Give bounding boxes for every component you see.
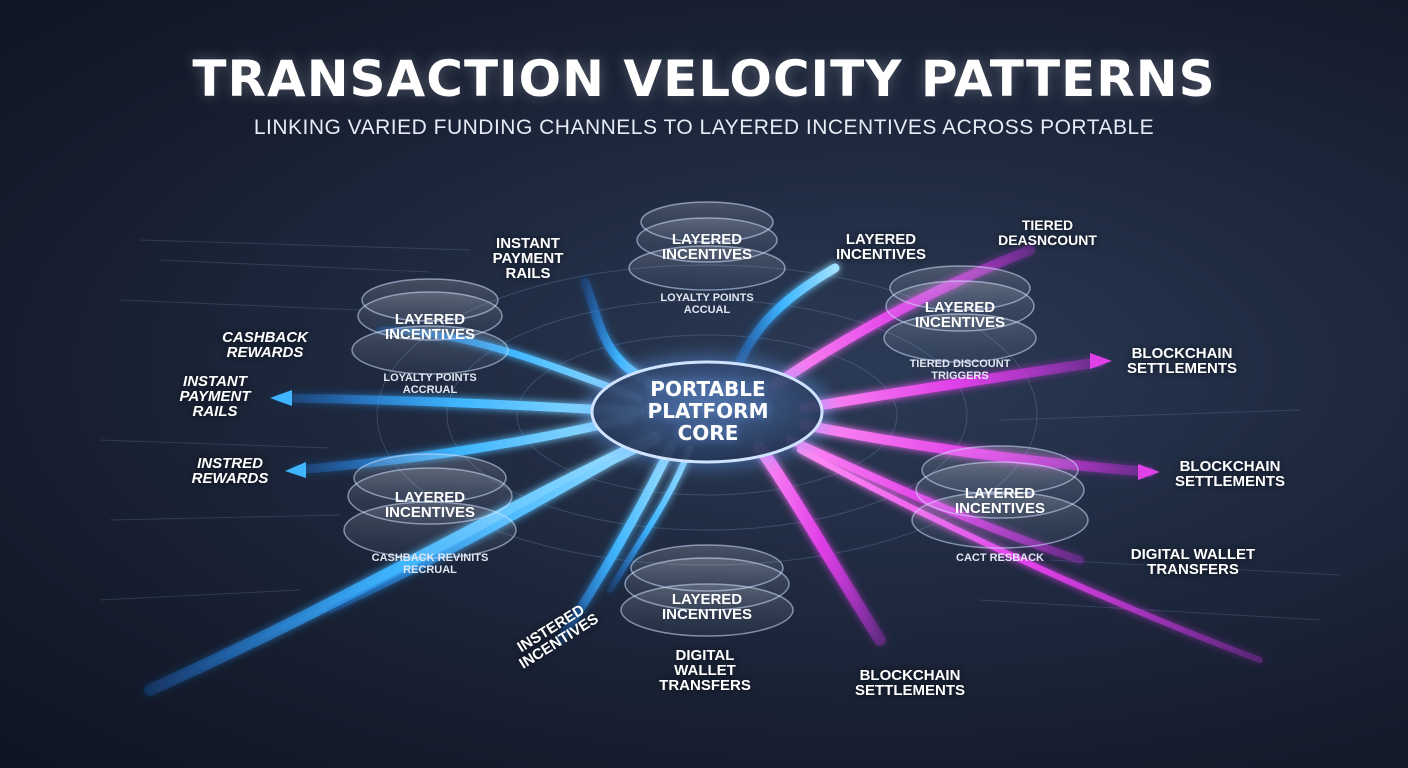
label-digital-wallet-transfers-bottom: DIGITAL WALLET TRANSFERS: [659, 647, 751, 694]
disks: [343, 201, 1089, 637]
label-layered-incentives-top-right: LAYERED INCENTIVES: [835, 231, 926, 263]
disk-upper-right-main: LAYERED INCENTIVES: [914, 299, 1005, 331]
disk-upper-left-label: LAYERED INCENTIVES LOYALTY POINTS ACCRUA…: [355, 294, 505, 414]
disk-bottom-label: LAYERED INCENTIVES: [627, 574, 787, 640]
disk-upper-left-main: LAYERED INCENTIVES: [384, 311, 475, 343]
disk-upper-right-label: LAYERED INCENTIVES TIERED DISCOUNT TRIGG…: [885, 282, 1035, 400]
disk-upper-left: [351, 278, 509, 375]
disk-upper-right-sub: TIERED DISCOUNT TRIGGERS: [909, 358, 1011, 382]
arrowhead-left-lower: [285, 462, 306, 478]
label-instant-payment-rails-top: INSTANT PAYMENT RAILS: [492, 235, 564, 282]
arrowhead-right-upper: [1090, 353, 1112, 369]
disk-lower-left: [343, 453, 517, 559]
label-blockchain-settlements-right-upper: BLOCKCHAIN SETTLEMENTS: [1126, 345, 1237, 377]
arrowhead-right-lower: [1138, 464, 1160, 480]
arrowheads: [270, 353, 1160, 480]
disk-lower-right-main: LAYERED INCENTIVES: [954, 485, 1045, 517]
magenta-flow-lines: [754, 245, 1263, 663]
disk-top-main: LAYERED INCENTIVES: [661, 231, 752, 263]
flow-tiered: [770, 245, 1035, 390]
disk-bottom-main: LAYERED INCENTIVES: [661, 591, 752, 623]
disk-lower-left-sub: CASHBACK REVINITS RECRUAL: [371, 552, 489, 576]
disk-top-sub: LOYALTY POINTS ACCUAL: [660, 292, 754, 316]
data-streaks: [99, 239, 1341, 621]
flow-blockchain-bottom: [754, 442, 886, 646]
flow-blockchain-right-lower: [800, 420, 1155, 477]
label-digital-wallet-transfers-right: DIGITAL WALLET TRANSFERS: [1130, 546, 1256, 578]
label-instred-rewards: INSTRED REWARDS: [191, 455, 269, 487]
page-title: TRANSACTION VELOCITY PATTERNS: [192, 50, 1216, 108]
label-blockchain-settlements-bottom: BLOCKCHAIN SETTLEMENTS: [854, 667, 965, 699]
label-instant-payment-rails-left: INSTANT PAYMENT RAILS: [179, 373, 251, 420]
disk-lower-left-main: LAYERED INCENTIVES: [384, 489, 475, 521]
disk-upper-left-sub: LOYALTY POINTS ACCRUAL: [383, 372, 477, 396]
label-tiered-deasncount: TIERED DEASNCOUNT: [998, 217, 1097, 248]
page-subtitle: LINKING VARIED FUNDING CHANNELS TO LAYER…: [253, 116, 1155, 139]
arrowhead-left-upper: [270, 390, 292, 406]
flow-magenta-long: [797, 447, 1263, 663]
disk-bottom: [620, 544, 794, 637]
disk-upper-right: [883, 265, 1037, 363]
platform-core: [582, 354, 832, 470]
disk-top: [628, 201, 786, 291]
disk-lower-right-label: LAYERED INCENTIVES CACT RESBACK: [920, 468, 1080, 582]
disk-lower-left-label: LAYERED INCENTIVES CASHBACK REVINITS REC…: [350, 472, 510, 594]
flow-instered: [555, 440, 677, 645]
label-cashback-rewards: CASHBACK REWARDS: [222, 329, 308, 361]
disk-top-label: LAYERED INCENTIVES LOYALTY POINTS ACCUAL: [632, 214, 782, 334]
disk-lower-right-sub: CACT RESBACK: [956, 552, 1044, 564]
core-label: PORTABLE PLATFORM CORE: [647, 377, 769, 445]
label-blockchain-settlements-right-lower: BLOCKCHAIN SETTLEMENTS: [1174, 458, 1285, 490]
flow-blockchain-right-upper: [800, 357, 1105, 413]
disk-lower-right: [911, 445, 1089, 549]
